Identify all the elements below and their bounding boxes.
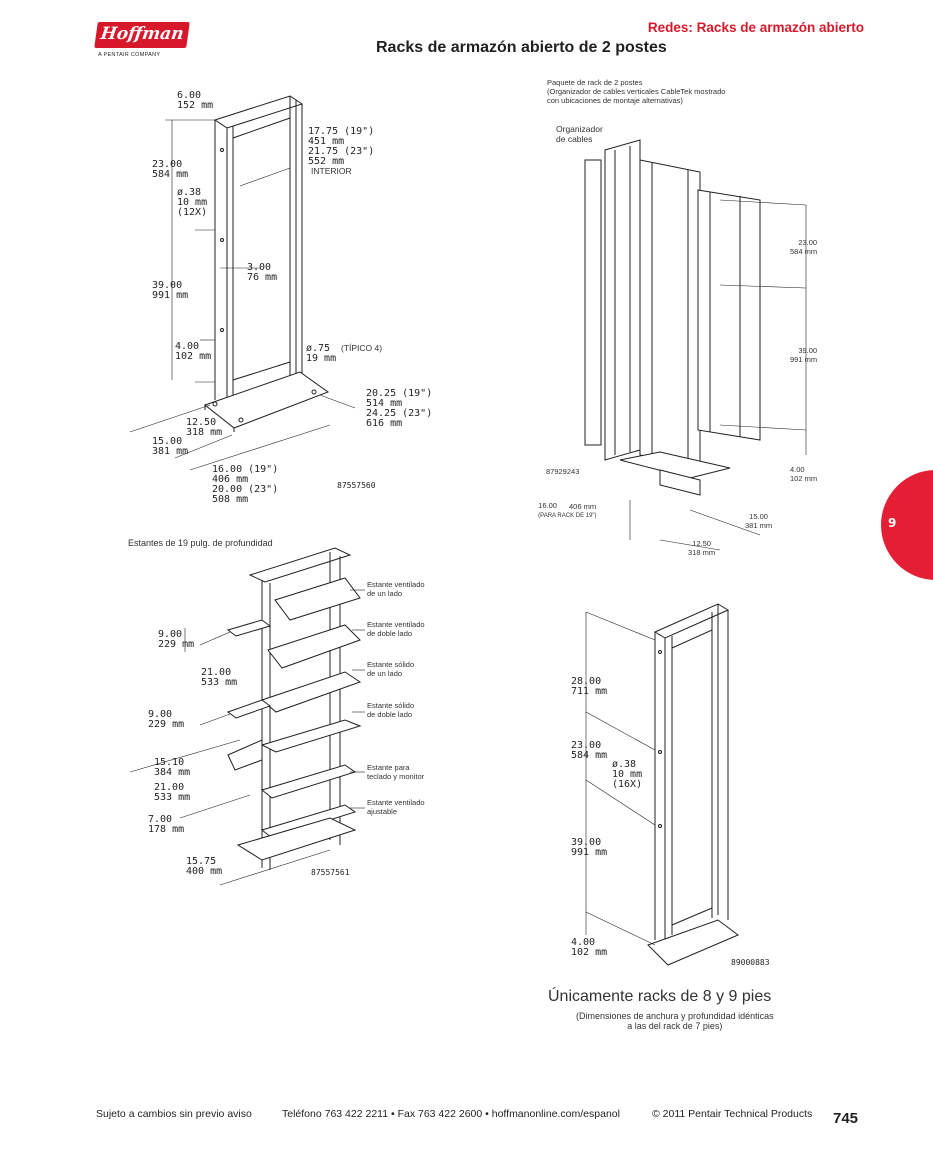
fig1-part-number: 87557560 [337, 481, 376, 490]
fig2-1250-dim: 12.50 318 mm [688, 539, 716, 557]
fig1-1250-dim: 12.50 318 mm [186, 417, 223, 438]
fig3-9a-dim: 9.00 229 mm [158, 629, 195, 650]
section-label: Redes: Racks de armazón abierto [647, 20, 864, 35]
fig4-note: (Dimensiones de anchura y profundidad id… [576, 1011, 774, 1031]
fig1-interior-label: INTERIOR [311, 166, 352, 176]
fig1-width-dim: 6.00 152 mm [177, 90, 214, 111]
fig3-1575-dim: 15.75 400 mm [186, 856, 223, 877]
fig4-part-number: 89000883 [731, 958, 770, 967]
fig2-39-dim: 39.00 991 mm [790, 346, 818, 364]
fig3-1510-dim: 15.10 384 mm [154, 757, 191, 778]
fig2-16-dim: 16.00 (PARA RACK DE 19") [534, 492, 597, 521]
fig2-organizer-label: Organizador de cables [556, 124, 603, 144]
shelf-label-6: Estante ventilado ajustable [367, 798, 425, 816]
rack-drawing-3 [129, 547, 365, 886]
fig1-075-dim: ø.75 [306, 343, 331, 354]
shelf-label-2: Estante ventilado de doble lado [367, 620, 425, 638]
logo-tagline: A PENTAIR COMPANY [98, 52, 161, 58]
fig1-16-dim: 16.00 (19") 406 mm 20.00 (23") 508 mm [212, 464, 279, 505]
fig3-7-dim: 7.00 178 mm [148, 814, 185, 835]
fig4-subheading: Únicamente racks de 8 y 9 pies [548, 988, 772, 1005]
fig4-39-dim: 39.00 991 mm [571, 837, 608, 858]
chapter-tab-number: 9 [888, 516, 897, 530]
fig3-9b-dim: 9.00 229 mm [148, 709, 185, 730]
fig1-1500-dim: 15.00 381 mm [152, 436, 189, 457]
fig2-16-mm: 406 mm [569, 502, 597, 511]
shelf-label-3: Estante sólido de un lado [367, 660, 415, 678]
fig3-caption: Estantes de 19 pulg. de profundidad [128, 538, 273, 548]
fig4-28-dim: 28.00 711 mm [571, 676, 608, 697]
fig1-4-dim: 4.00 102 mm [175, 341, 212, 362]
footer-notice: Sujeto a cambios sin previo aviso [96, 1108, 252, 1120]
fig1-base-width-dim: 20.25 (19") 514 mm 24.25 (23") 616 mm [366, 388, 433, 429]
shelf-label-5: Estante para teclado y monitor [367, 763, 425, 781]
fig2-16-note: (PARA RACK DE 19") [538, 513, 597, 519]
fig2-15-dim: 15.00 381 mm [745, 512, 773, 530]
fig4-hole-dim: ø.38 10 mm (16X) [612, 759, 643, 790]
fig1-typ-label: (TÍPICO 4) [341, 343, 383, 353]
fig2-caption: Paquete de rack de 2 postes (Organizador… [547, 78, 726, 105]
fig1-39-dim: 39.00 991 mm [152, 280, 189, 301]
fig3-21a-dim: 21.00 533 mm [201, 667, 238, 688]
rack-drawing-1 [129, 95, 356, 471]
fig1-23-dim: 23.00 584 mm [152, 159, 189, 180]
fig1-19mm-dim: 19 mm [306, 353, 337, 364]
fig2-16-value: 16.00 [538, 501, 557, 510]
footer-copyright: © 2011 Pentair Technical Products [652, 1108, 813, 1120]
page-title: Racks de armazón abierto de 2 postes [376, 39, 667, 56]
fig3-21b-dim: 21.00 533 mm [154, 782, 191, 803]
fig1-interior-dim: 17.75 (19") 451 mm 21.75 (23") 552 mm [308, 126, 375, 167]
shelf-label-1: Estante ventilado de un lado [367, 580, 425, 598]
fig2-part-number: 87929243 [546, 467, 580, 476]
shelf-label-4: Estante sólido de doble lado [367, 701, 415, 719]
rack-drawing-4 [585, 603, 739, 966]
rack-drawing-2 [584, 139, 807, 551]
fig1-hole-dim: ø.38 10 mm (12X) [177, 187, 208, 218]
fig2-4-dim: 4.00 102 mm [790, 465, 818, 483]
page-number: 745 [833, 1110, 859, 1127]
fig4-4-dim: 4.00 102 mm [571, 937, 608, 958]
footer-contact: Teléfono 763 422 2211 • Fax 763 422 2600… [282, 1108, 620, 1120]
fig4-23-dim: 23.00 584 mm [571, 740, 608, 761]
fig3-part-number: 87557561 [311, 868, 350, 877]
fig2-23-dim: 23.00 584 mm [790, 238, 818, 256]
fig1-3-dim: 3.00 76 mm [247, 262, 278, 283]
